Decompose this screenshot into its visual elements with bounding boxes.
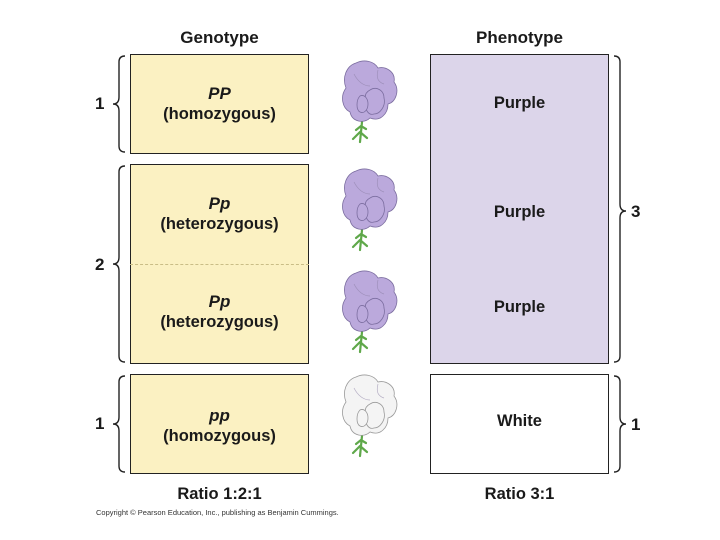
genotype-symbol: Pp: [208, 194, 231, 213]
genotype-count-1: 1: [95, 94, 105, 113]
right-brace-1: [613, 55, 627, 363]
genotype-label-4: pp (homozygous): [130, 406, 309, 446]
purple-flower-icon: [342, 270, 398, 354]
genotype-label-1: PP (homozygous): [130, 84, 309, 124]
genotype-symbol: pp: [209, 406, 230, 425]
genotype-ratio: Ratio 1:2:1: [177, 485, 262, 503]
phenotype-label-2: Purple: [493, 203, 546, 221]
left-brace-3: [112, 375, 126, 473]
genotype-symbol: PP: [208, 84, 231, 103]
purple-flower-icon: [342, 168, 398, 252]
genotype-label-2: Pp (heterozygous): [130, 194, 309, 234]
phenotype-ratio: Ratio 3:1: [484, 485, 555, 503]
genotype-symbol: Pp: [208, 292, 231, 311]
heterozygous-divider: [130, 264, 309, 265]
genotype-description: (homozygous): [163, 427, 276, 445]
left-brace-1: [112, 55, 126, 153]
phenotype-label-1: Purple: [493, 94, 546, 112]
genotype-box-pp-homozygous: [130, 54, 309, 154]
right-braces: [613, 55, 627, 473]
genotype-count-2: 2: [95, 255, 105, 274]
genotype-header: Genotype: [180, 28, 259, 47]
genotype-label-3: Pp (heterozygous): [130, 292, 309, 332]
right-brace-2: [613, 375, 627, 473]
genotype-description: (homozygous): [163, 105, 276, 123]
genotype-box-recessive-homozygous: [130, 374, 309, 474]
phenotype-count-1: 3: [631, 202, 641, 221]
purple-flower-icon: [342, 60, 398, 144]
phenotype-count-2: 1: [631, 415, 641, 434]
phenotype-label-4: White: [497, 412, 542, 430]
phenotype-box-white: [430, 374, 609, 474]
phenotype-header: Phenotype: [476, 28, 563, 47]
phenotype-box-purple: [430, 54, 609, 364]
copyright-notice: Copyright © Pearson Education, Inc., pub…: [96, 508, 339, 517]
phenotype-label-3: Purple: [493, 298, 546, 316]
flower-group: [342, 60, 398, 458]
genotype-description: (heterozygous): [160, 313, 279, 331]
white-flower-icon: [342, 374, 398, 458]
left-brace-2: [112, 165, 126, 363]
genotype-description: (heterozygous): [160, 215, 279, 233]
left-braces: [112, 55, 126, 473]
genotype-count-3: 1: [95, 414, 105, 433]
